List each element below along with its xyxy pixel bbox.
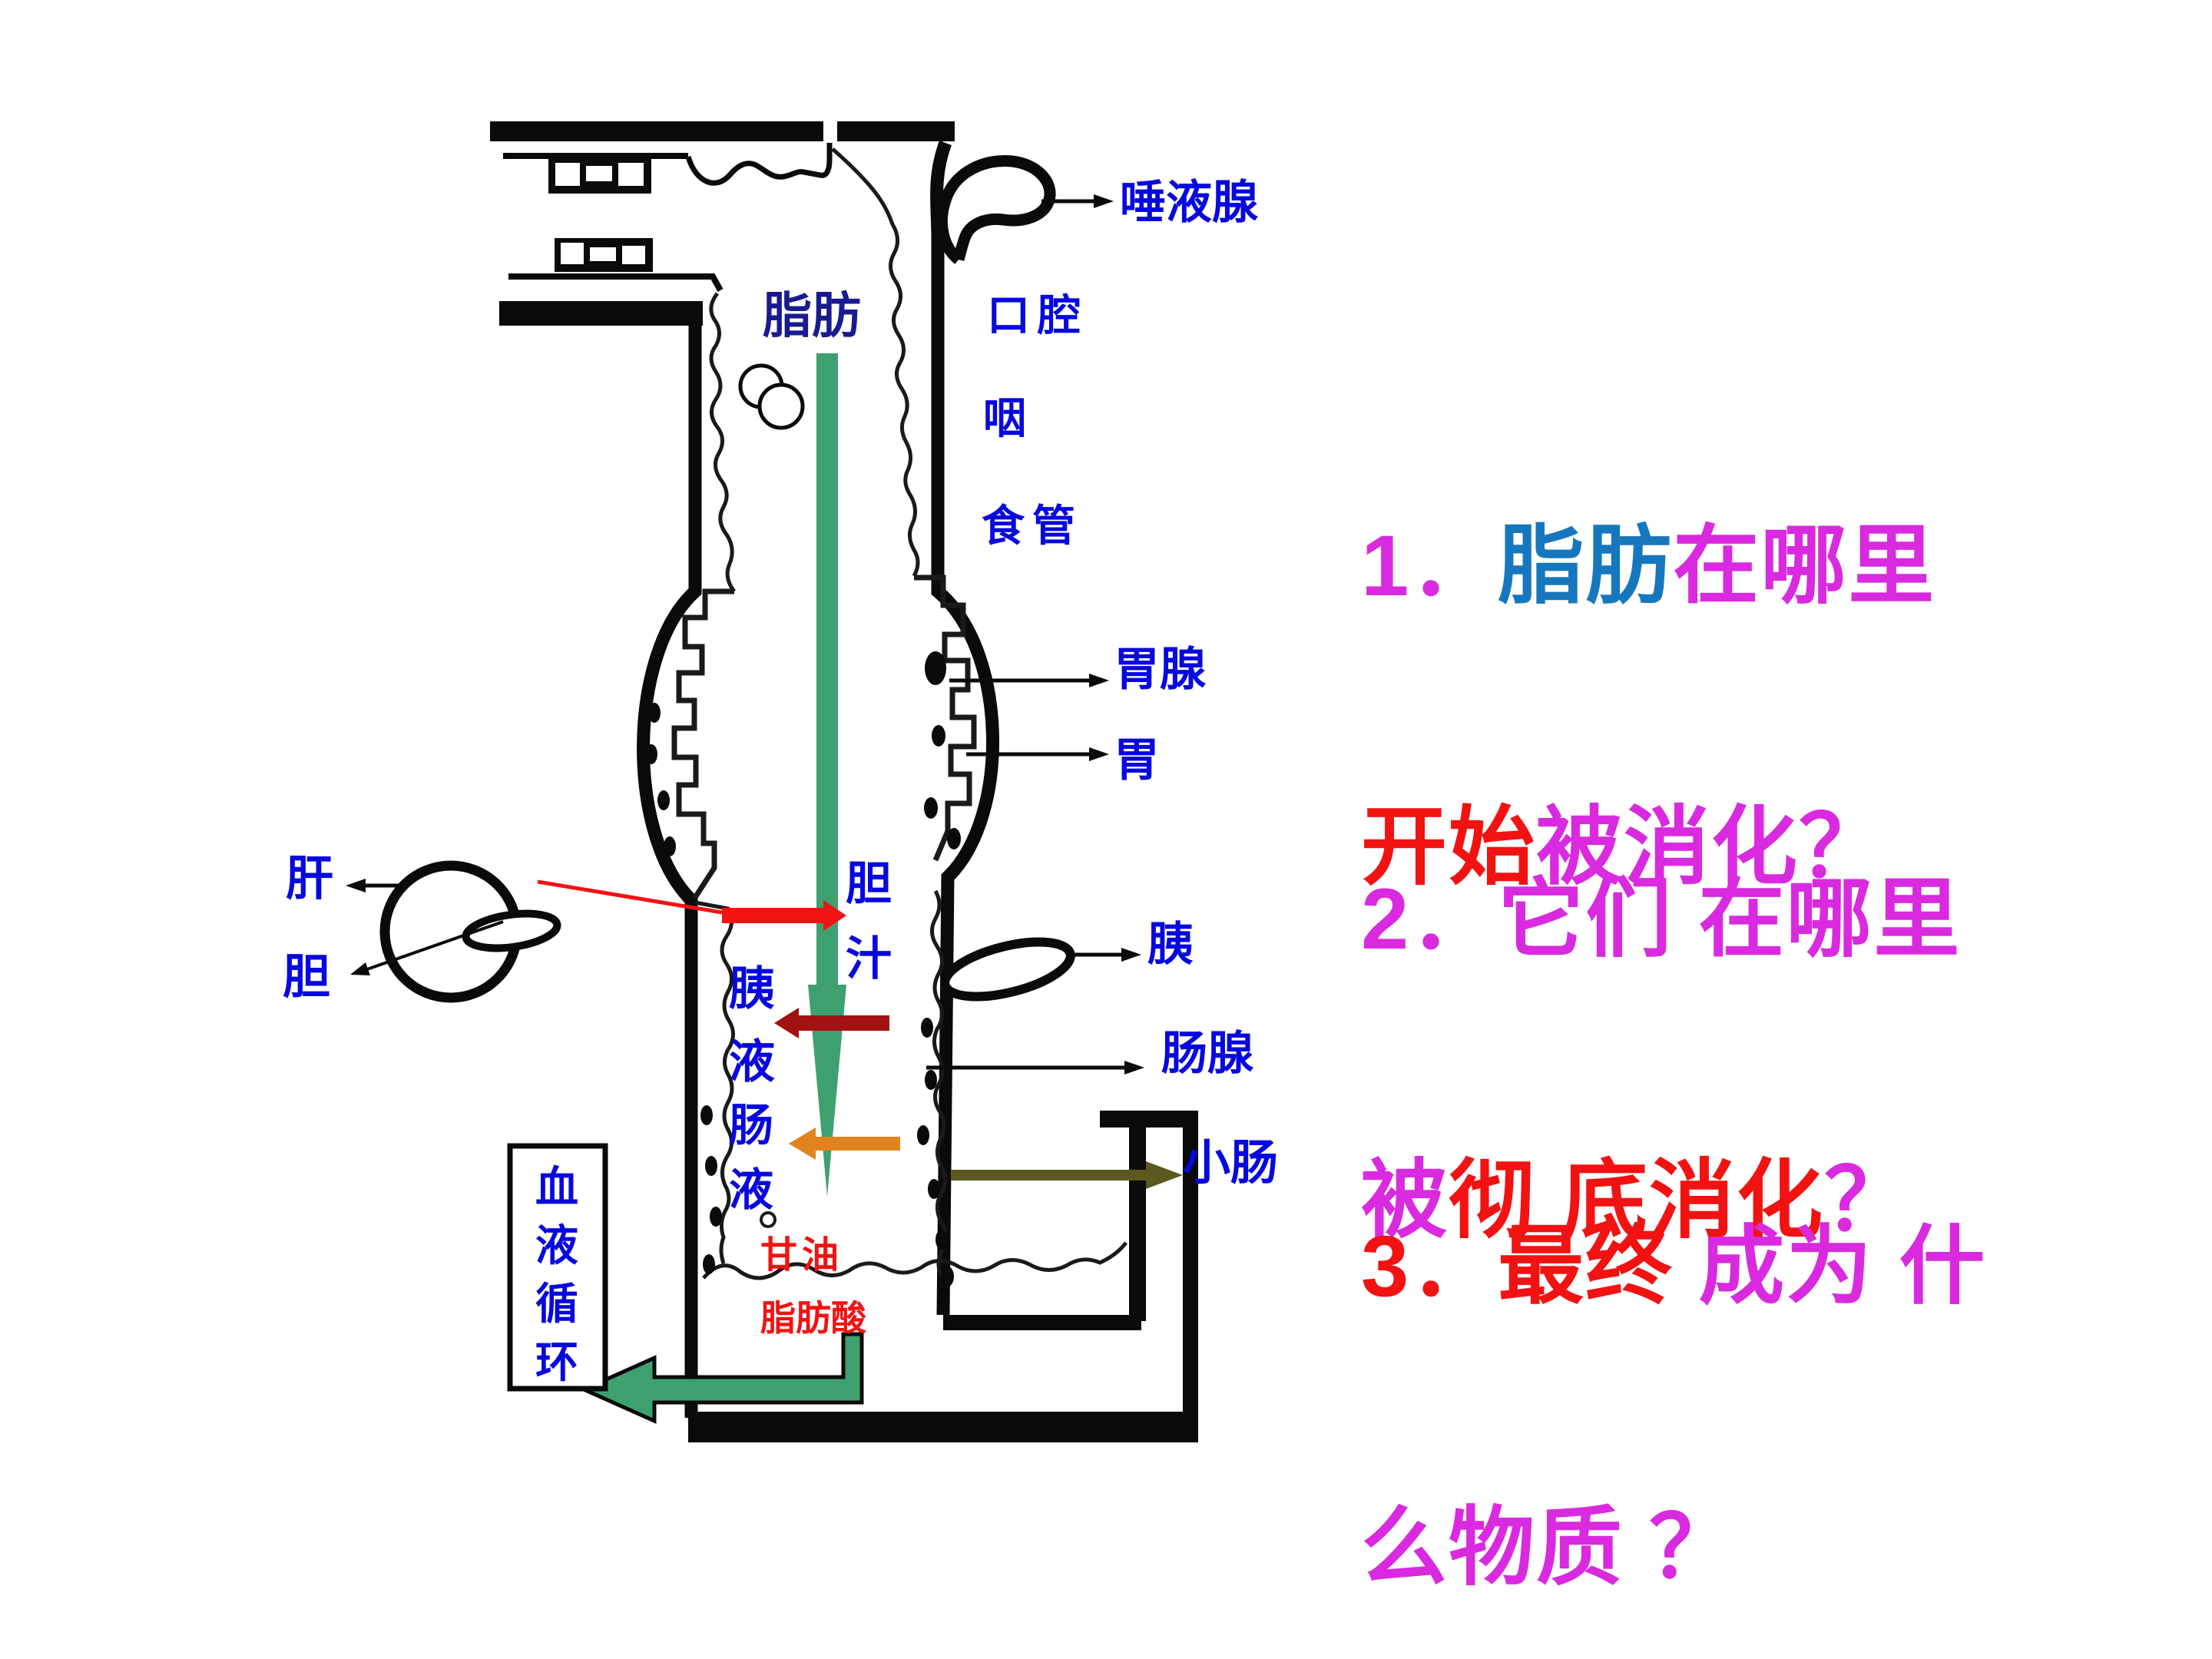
blood-circulation-box [507,1143,608,1392]
question-3-line-1: 3．最终 成为 什 [1361,1220,1987,1313]
upper-lip-bar-right [837,121,955,141]
question-1-line-1: 1．脂肪在哪里 [1361,519,1936,613]
intestine-inner-left [694,900,735,1264]
bile-duct-line [537,879,723,915]
label-intestinal-juice: 肠液 [728,1101,773,1215]
pancreatic-juice-arrow [774,1008,889,1038]
label-small-intestine: 小肠 [1183,1137,1279,1190]
upper-tooth [586,166,612,181]
lower-gum-line [508,273,724,292]
mouth-outline [490,121,955,326]
label-intestinal-gland: 肠腺 [1161,1028,1253,1079]
esophagus-inner-left [709,292,737,593]
question-3-line-2: 么物质 ？ [1361,1501,1987,1594]
small-intestine-arrow [951,1161,1183,1189]
colon-wall-b [1129,1123,1146,1321]
question-2-line-1: 2．它们 在哪里 [1361,873,1961,966]
lower-tooth [561,243,584,264]
stomach-inner-right [914,575,977,862]
question-2-line-2: 被彻 底消化？ [1361,1154,1961,1247]
salivary-gland-shape [935,154,1056,264]
q3-substance-word: 么物质 ？ [1361,1499,1737,1595]
label-salivary-gland: 唾液腺 [1120,177,1258,228]
question-3: 3．最终 成为 什 么物质 ？ [1361,1032,1987,1659]
label-fatty-acid: 脂肪酸 [760,1298,866,1338]
fat-digestion-flow-arrow [808,353,846,1197]
intestinal-juice-arrow [789,1128,900,1160]
label-pancreas: 胰 [1147,919,1194,970]
q1-fat-word: 脂肪 [1498,518,1674,614]
q1-begin-word: 开始 [1361,799,1536,895]
gland-dots [645,651,961,1286]
colon-wall-a [943,1315,1141,1330]
q1-number: 1． [1361,518,1498,614]
pancreas-shape [940,937,1075,1002]
gallbladder-shape [462,909,561,952]
stomach-inner-left [671,588,734,900]
colon-wall-c [1100,1111,1197,1128]
absorption-arrow [578,1332,864,1424]
tract-bottom-bar [688,1412,1198,1442]
question-2: 2．它们 在哪里 被彻 底消化？ [1361,685,1961,1435]
label-bile: 胆汁 [846,858,892,985]
label-blood-circulation: 血液循环 [535,1163,578,1386]
tract-right-wall [930,141,999,1316]
q3-final-word: 3．最终 [1361,1218,1674,1314]
q1-digested-word: 被消化？ [1536,799,1886,895]
colon-wall-d [1183,1111,1198,1418]
tract-left-wall [637,315,702,1418]
large-intestine-villi-line [702,1241,1128,1280]
question-1-line-2: 开始被消化？ [1361,800,1936,894]
q2-bei-word: 被 [1361,1152,1449,1248]
q2-text: 2．它们 在哪里 [1361,871,1962,967]
lower-tooth [590,247,616,261]
label-pancreatic-juice: 胰液 [729,963,775,1088]
lower-jaw-bar [499,301,703,326]
q2-thorough-word: 彻 底消化 [1449,1152,1825,1248]
q3-become-word: 成为 什 [1673,1218,1987,1314]
tongue-line [685,143,833,186]
label-gallbladder: 胆 [283,951,331,1004]
pointer-arrows [366,199,1126,1070]
label-stomach: 胃 [1114,734,1160,786]
label-liver: 肝 [286,853,334,906]
question-1: 1．脂肪在哪里 开始被消化？ [1361,332,1936,1081]
fat-droplets [738,363,805,430]
lower-tooth [622,246,645,264]
q1-where-word: 在哪里 [1673,518,1936,614]
upper-tooth [618,163,644,186]
label-pharynx: 咽 [983,394,1026,442]
label-oral-cavity: 口腔 [987,291,1088,339]
esophagus-inner-right [831,147,920,578]
label-esophagus: 食管 [982,502,1083,550]
pointer-arrowheads [346,194,1144,1075]
label-fat: 脂肪 [763,288,861,343]
q2-qmark: ？ [1824,1152,1912,1248]
upper-tooth [555,163,580,186]
intestine-inner-right [930,889,948,1278]
small-circle-mark [760,1211,777,1228]
bile-arrow [722,900,846,931]
label-glycerol: 甘油 [760,1235,844,1276]
label-gastric-gland: 胃腺 [1114,644,1206,695]
upper-lip-bar [490,121,823,141]
